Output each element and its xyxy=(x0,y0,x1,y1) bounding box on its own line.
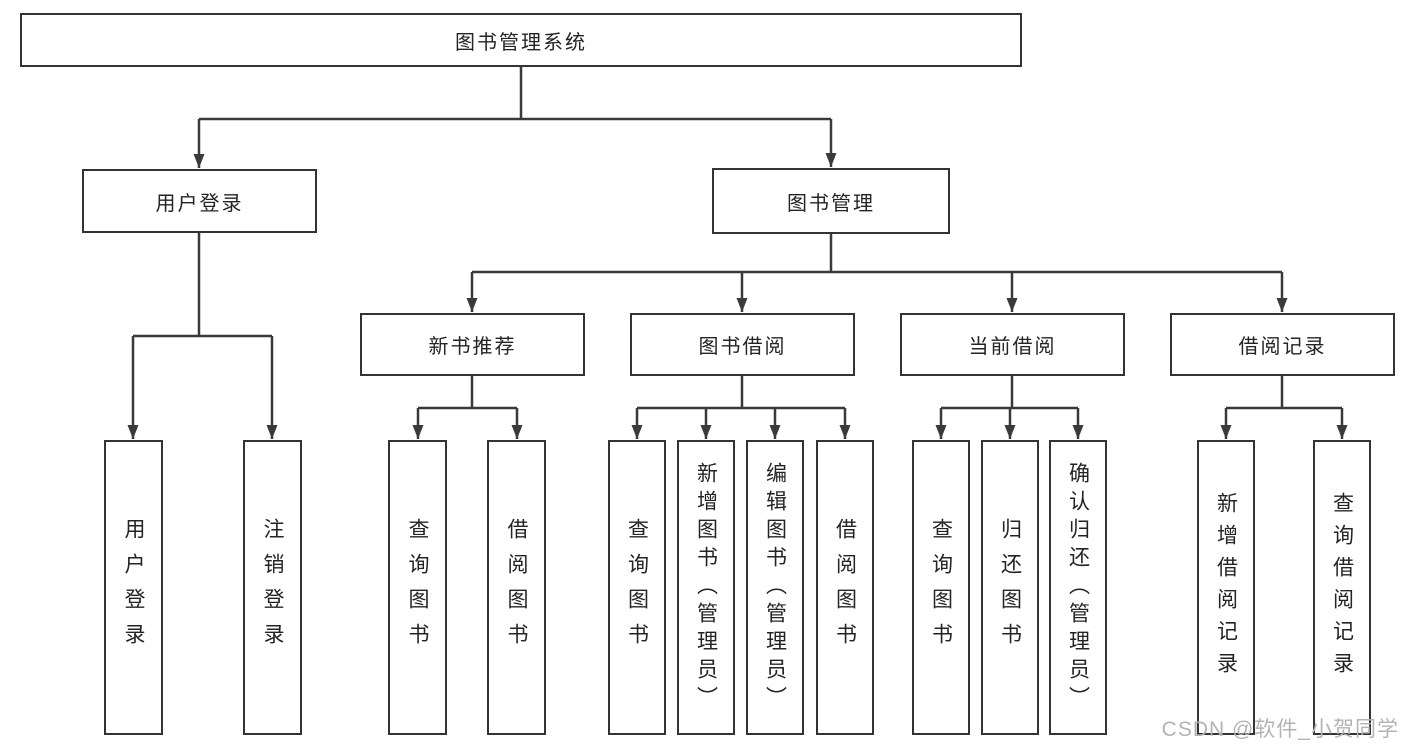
leaf-edit-books-admin: 编辑图书（管理员） xyxy=(746,440,804,735)
leaf-borrow-books-recommend: 借阅图书 xyxy=(487,440,546,735)
leaf-logout: 注销登录 xyxy=(243,440,302,735)
node-label: 图书借阅 xyxy=(698,336,787,358)
leaf-add-borrow-record: 新增借阅记录 xyxy=(1197,440,1255,735)
leaf-query-books-recommend: 查询图书 xyxy=(388,440,447,735)
node-label: 查询借阅记录 xyxy=(1330,491,1354,684)
node-label: 当前借阅 xyxy=(968,336,1057,358)
leaf-confirm-return-admin: 确认归还（管理员） xyxy=(1049,440,1107,735)
node-label: 新书推荐 xyxy=(428,336,517,358)
node-user-login: 用户登录 xyxy=(82,169,317,233)
leaf-add-books-admin: 新增图书（管理员） xyxy=(677,440,735,735)
leaf-borrow-books: 借阅图书 xyxy=(816,440,874,735)
leaf-user-login: 用户登录 xyxy=(104,440,163,735)
node-label: 借阅图书 xyxy=(833,517,857,658)
node-label: 确认归还（管理员） xyxy=(1066,461,1090,714)
node-label: 借阅图书 xyxy=(505,517,528,658)
leaf-query-borrow-record: 查询借阅记录 xyxy=(1313,440,1371,735)
node-library-system: 图书管理系统 xyxy=(20,13,1022,67)
node-label: 查询图书 xyxy=(625,517,649,658)
node-label: 注销登录 xyxy=(261,517,284,658)
node-label: 查询图书 xyxy=(929,517,953,658)
node-label: 图书管理 xyxy=(787,192,875,215)
node-label: 新增借阅记录 xyxy=(1214,491,1238,684)
csdn-watermark: CSDN @软件_小贺同学 xyxy=(1161,718,1399,741)
node-label: 新增图书（管理员） xyxy=(694,461,718,714)
node-label: 用户登录 xyxy=(122,517,145,658)
node-label: 查询图书 xyxy=(406,517,429,658)
node-book-borrowing: 图书借阅 xyxy=(630,313,855,376)
node-current-borrowing: 当前借阅 xyxy=(900,313,1125,376)
node-label: 借阅记录 xyxy=(1238,336,1327,358)
node-label: 归还图书 xyxy=(998,517,1022,658)
leaf-query-books-current: 查询图书 xyxy=(912,440,970,735)
node-label: 图书管理系统 xyxy=(455,31,587,54)
node-label: 用户登录 xyxy=(155,192,244,215)
leaf-query-books-borrowing: 查询图书 xyxy=(608,440,666,735)
node-borrowing-records: 借阅记录 xyxy=(1170,313,1395,376)
node-label: 编辑图书（管理员） xyxy=(763,461,787,714)
node-book-management: 图书管理 xyxy=(712,168,950,234)
node-new-book-recommend: 新书推荐 xyxy=(360,313,585,376)
leaf-return-books: 归还图书 xyxy=(981,440,1039,735)
